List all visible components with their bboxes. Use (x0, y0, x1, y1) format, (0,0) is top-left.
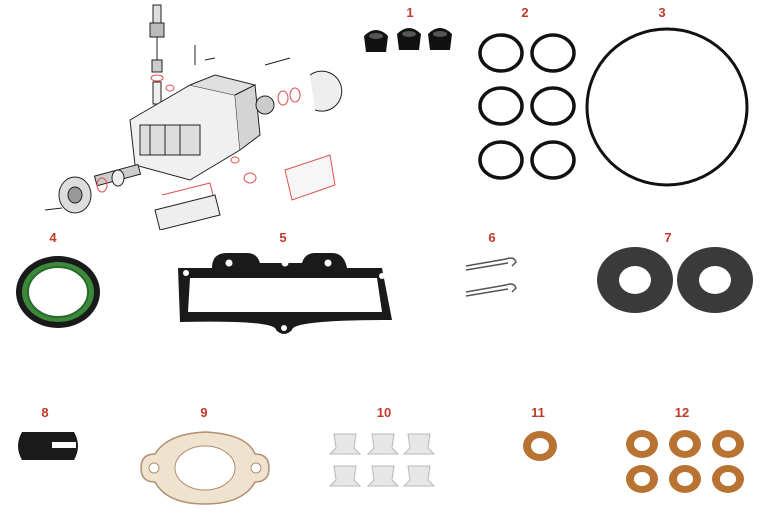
copper-washer-set-icon (626, 430, 744, 493)
valve-cap-icon (364, 28, 452, 52)
flat-gasket-icon (178, 253, 392, 334)
part-label-8: 8 (41, 405, 49, 420)
part-label-9: 9 (200, 405, 208, 420)
part-label-10: 10 (376, 405, 392, 420)
part-label-11: 11 (531, 405, 545, 420)
o-ring-icon (478, 33, 576, 180)
large-o-ring-icon (585, 27, 749, 187)
part-label-1: 1 (406, 5, 414, 20)
retaining-clip-icon (465, 257, 517, 297)
part-label-5: 5 (279, 230, 287, 245)
copper-washer-icon (523, 431, 557, 461)
part-label-6: 6 (488, 230, 496, 245)
plastic-bushing-icon (328, 433, 436, 487)
part-label-7: 7 (664, 230, 672, 245)
sleeve-icon (18, 432, 78, 460)
paper-gasket-icon (140, 431, 270, 505)
part-label-2: 2 (521, 5, 529, 20)
shaft-seal-icon (16, 256, 100, 328)
part-label-12: 12 (674, 405, 690, 420)
part-label-3: 3 (658, 5, 666, 20)
part-label-4: 4 (49, 230, 57, 245)
injection-pump-exploded-drawing (44, 4, 343, 230)
seal-washer-icon (597, 247, 753, 313)
